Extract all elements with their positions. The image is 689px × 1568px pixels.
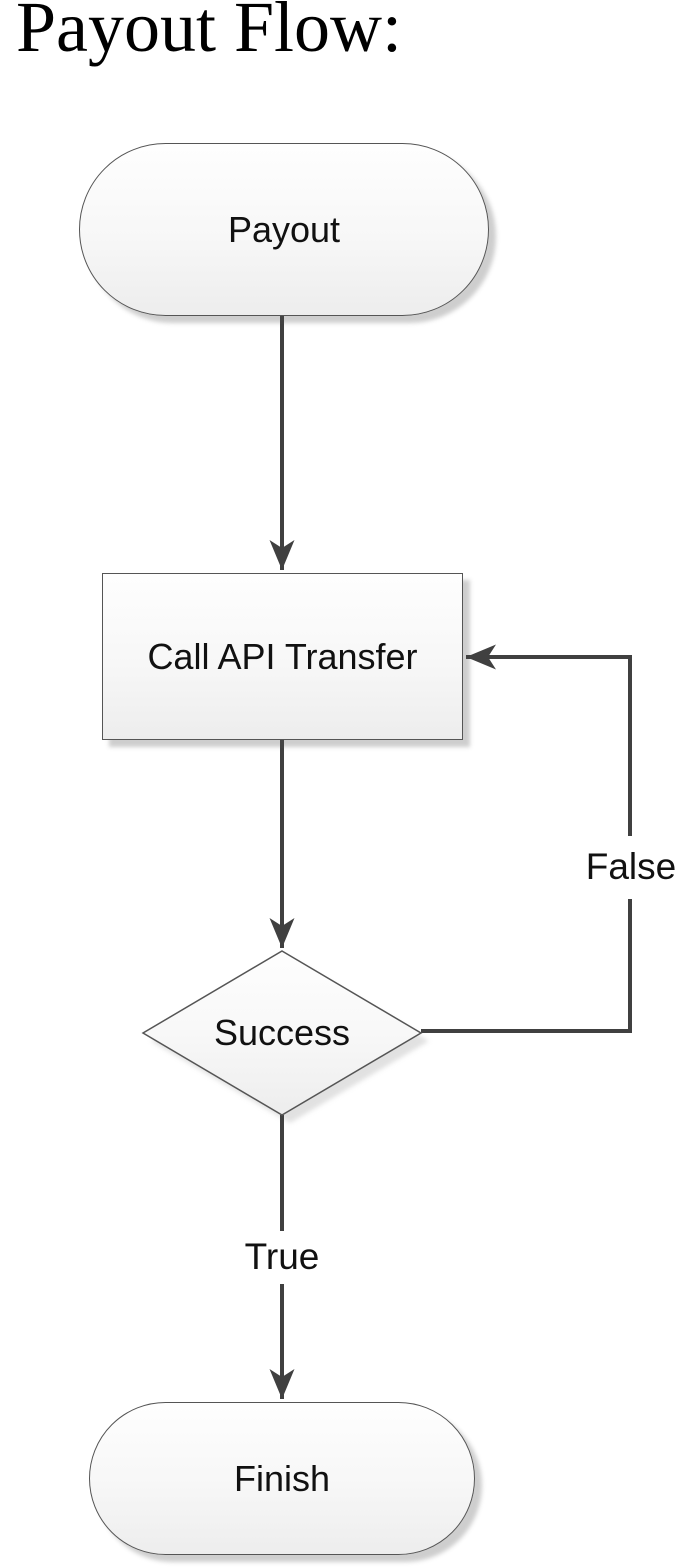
node-success: Success	[162, 1008, 402, 1058]
edge-label-true: True	[222, 1235, 342, 1279]
node-finish: Finish	[89, 1402, 475, 1555]
edge-success-false-upper	[466, 644, 632, 836]
edge-label-false: False	[572, 845, 689, 889]
edge-success-false-lower	[421, 899, 632, 1033]
node-payout-label: Payout	[227, 208, 341, 250]
page-title: Payout Flow:	[16, 0, 403, 67]
node-success-label: Success	[213, 1012, 351, 1053]
decision-shape	[141, 950, 423, 1116]
node-call-api-transfer-label: Call API Transfer	[147, 635, 418, 677]
node-call-api-transfer: Call API Transfer	[102, 573, 463, 740]
node-payout: Payout	[79, 143, 489, 316]
node-finish-label: Finish	[233, 1457, 331, 1499]
